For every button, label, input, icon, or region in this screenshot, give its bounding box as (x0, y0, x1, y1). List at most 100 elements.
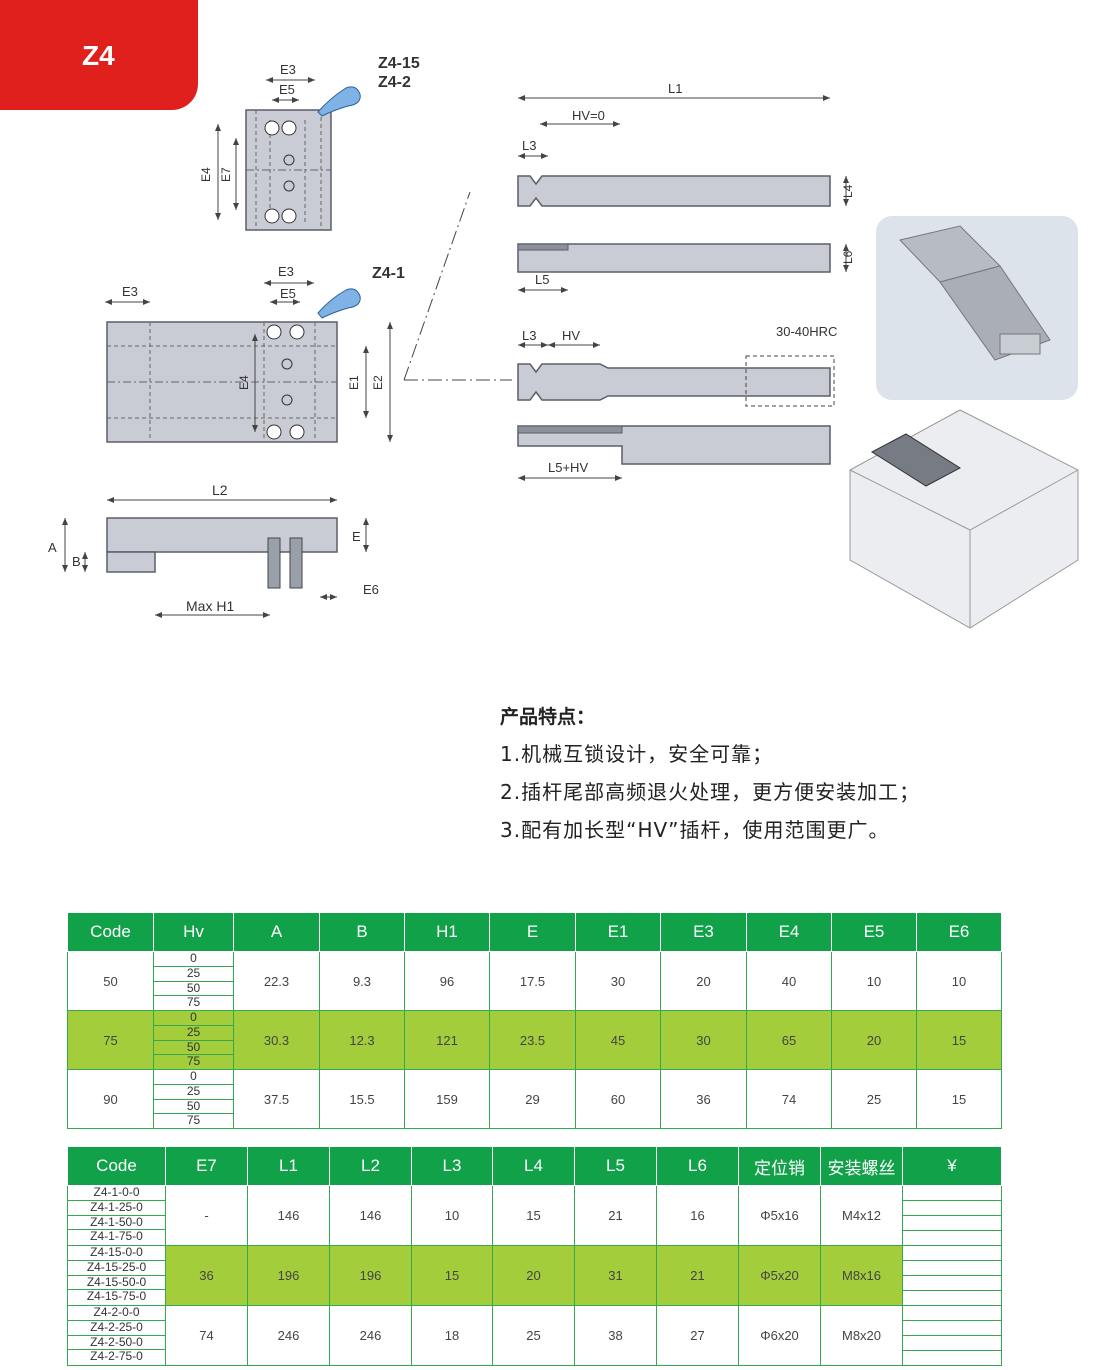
cell-h1: 121 (404, 1010, 490, 1070)
cell-a: 30.3 (233, 1010, 320, 1070)
cell-e: 23.5 (489, 1010, 576, 1070)
label-l1: L1 (668, 81, 682, 96)
label-e3-mid-left: E3 (122, 284, 138, 299)
label-l3-a: L3 (522, 138, 536, 153)
header-l6: L6 (656, 1146, 739, 1186)
header-e5: E5 (831, 912, 917, 952)
label-b: B (72, 554, 81, 569)
hv-value: 75 (186, 1113, 201, 1128)
cell-price (902, 1185, 1002, 1246)
table-row: 50 0 25 50 75 22.3 9.3 96 17.5 30 20 40 … (67, 951, 1002, 1011)
header-hv: Hv (153, 912, 234, 952)
label-e2-mid: E2 (371, 375, 385, 390)
code-value: Z4-15-25-0 (68, 1260, 165, 1276)
cell-e1: 30 (575, 951, 661, 1011)
cell-a: 37.5 (233, 1069, 320, 1129)
cell-l1: 146 (247, 1185, 330, 1246)
cell-l6: 16 (656, 1185, 739, 1246)
side-view: L2 Max H1 A B E E6 (48, 482, 379, 618)
hv-value: 75 (186, 995, 201, 1010)
header-code: Code (67, 1146, 166, 1186)
cell-l5: 38 (574, 1305, 657, 1366)
label-e: E (352, 529, 361, 544)
cell-e1: 45 (575, 1010, 661, 1070)
header-e: E (489, 912, 576, 952)
header-code: Code (67, 912, 154, 952)
cell-e: 29 (489, 1069, 576, 1129)
cell-e4: 40 (746, 951, 832, 1011)
cell-code: 75 (67, 1010, 154, 1070)
header-pin: 定位销 (738, 1146, 821, 1186)
cell-b: 15.5 (319, 1069, 405, 1129)
cell-l5: 21 (574, 1185, 657, 1246)
code-value: Z4-1-0-0 (68, 1185, 165, 1201)
cell-e5: 10 (831, 951, 917, 1011)
technical-drawing: E3 E5 E4 E7 Z4-15 Z4-2 E3 E3 E5 E4 E1 E2… (48, 55, 1079, 629)
cell-b: 9.3 (319, 951, 405, 1011)
cell-screw: M8x20 (820, 1305, 903, 1366)
middle-plate-view: E3 E3 E5 E4 E1 E2 Z4-1 (105, 264, 405, 443)
cell-e7: 74 (165, 1305, 248, 1366)
cell-screw: M8x16 (820, 1245, 903, 1306)
header-a: A (233, 912, 320, 952)
label-hrc: 30-40HRC (776, 324, 837, 339)
cell-l6: 27 (656, 1305, 739, 1366)
cell-code-list: Z4-2-0-0 Z4-2-25-0 Z4-2-50-0 Z4-2-75-0 (67, 1305, 166, 1366)
cell-e4: 65 (746, 1010, 832, 1070)
cell-hv-list: 0 25 50 75 (153, 1010, 234, 1070)
cell-e4: 74 (746, 1069, 832, 1129)
cell-price (902, 1245, 1002, 1306)
hv-value: 50 (154, 1040, 233, 1056)
label-a: A (48, 540, 57, 555)
series-tab: Z4 (0, 0, 198, 110)
hv-value: 25 (154, 966, 233, 982)
header-b: B (319, 912, 405, 952)
cell-e3: 30 (660, 1010, 747, 1070)
model-z4-15: Z4-15 (378, 55, 420, 72)
header-e1: E1 (575, 912, 661, 952)
table-row: Z4-1-0-0 Z4-1-25-0 Z4-1-50-0 Z4-1-75-0 -… (67, 1185, 1002, 1246)
cell-screw: M4x12 (820, 1185, 903, 1246)
cell-l2: 246 (329, 1305, 412, 1366)
cell-price (902, 1305, 1002, 1366)
cell-e3: 20 (660, 951, 747, 1011)
header-l5: L5 (574, 1146, 657, 1186)
cell-l1: 196 (247, 1245, 330, 1306)
code-value: Z4-2-50-0 (68, 1335, 165, 1351)
label-l5hv: L5+HV (548, 460, 588, 475)
cell-code: 50 (67, 951, 154, 1011)
cell-e6: 10 (916, 951, 1002, 1011)
hv-value: 0 (154, 1010, 233, 1026)
mould-illustration (849, 409, 1079, 629)
model-z4-2: Z4-2 (378, 74, 411, 91)
product-features: 产品特点： 1.机械互锁设计，安全可靠； 2.插杆尾部高频退火处理，更方便安装加… (500, 702, 1060, 849)
cell-e: 17.5 (489, 951, 576, 1011)
pointing-hand-icon (317, 86, 361, 117)
cell-pin: Φ5x16 (738, 1185, 821, 1246)
header-e6: E6 (916, 912, 1002, 952)
feature-item-3: 3.配有加长型“HV”插杆，使用范围更广。 (500, 818, 890, 842)
label-hv: HV (562, 328, 580, 343)
spec-table-1: Code Hv A B H1 E E1 E3 E4 E5 E6 50 0 25 … (67, 912, 1002, 1129)
cell-l1: 246 (247, 1305, 330, 1366)
hv-value: 25 (154, 1084, 233, 1100)
pin-views: L1 HV=0 L3 L4 L6 L5 L3 HV 30-40HRC L5+HV (517, 81, 855, 481)
code-value: Z4-1-75-0 (90, 1229, 143, 1244)
code-value: Z4-2-0-0 (68, 1305, 165, 1321)
label-e3-mid: E3 (278, 264, 294, 279)
cell-e6: 15 (916, 1010, 1002, 1070)
hv-value: 50 (154, 981, 233, 997)
code-value: Z4-15-50-0 (68, 1275, 165, 1291)
top-plate-view: E3 E5 E4 E7 Z4-15 Z4-2 (199, 55, 420, 231)
label-l5: L5 (535, 272, 549, 287)
code-value: Z4-15-0-0 (68, 1245, 165, 1261)
cell-pin: Φ5x20 (738, 1245, 821, 1306)
cell-e5: 20 (831, 1010, 917, 1070)
cell-l3: 10 (411, 1185, 493, 1246)
code-value: Z4-2-25-0 (68, 1320, 165, 1336)
label-e4-top: E4 (199, 167, 213, 182)
label-e5-mid: E5 (280, 286, 296, 301)
cell-e5: 25 (831, 1069, 917, 1129)
cell-e7: - (165, 1185, 248, 1246)
spec-table-2: Code E7 L1 L2 L3 L4 L5 L6 定位销 安装螺丝 ¥ Z4-… (67, 1146, 1002, 1366)
